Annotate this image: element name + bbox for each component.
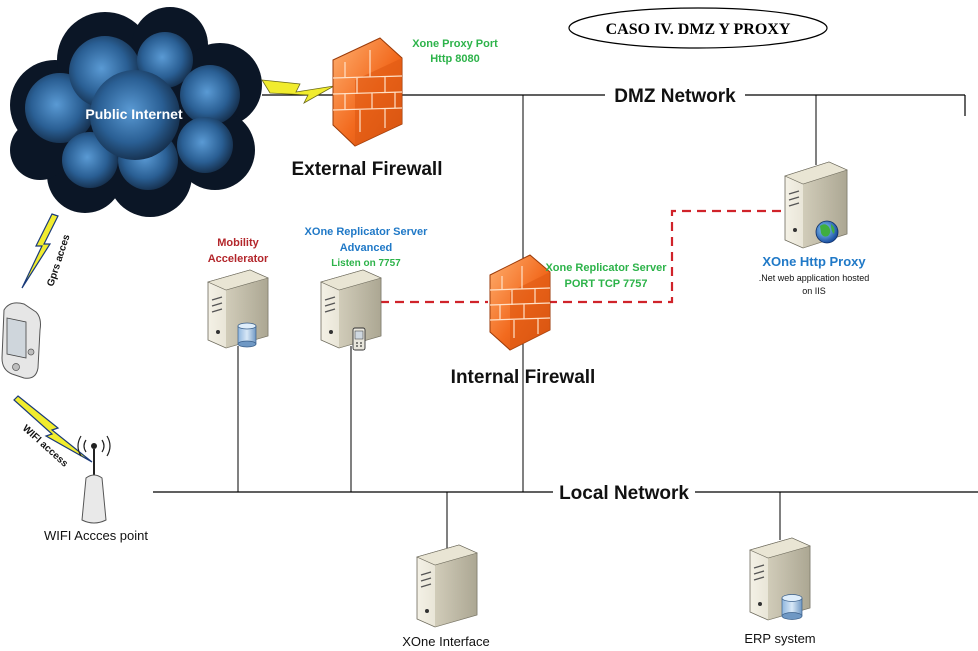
http-proxy-line2: on IIS [802, 286, 826, 296]
replicator-server-line2: Advanced [340, 242, 393, 254]
replicator-server-line3: Listen on 7757 [331, 258, 401, 269]
http-proxy-server-icon [784, 161, 848, 249]
erp-system-server-icon [749, 537, 811, 621]
dmz-network-line [262, 94, 966, 116]
globe-icon [815, 220, 839, 244]
wifi-lightning-icon [13, 395, 93, 463]
internal-firewall-port-line1: Xone Replicator Server [545, 262, 667, 274]
xone-interface-server-icon [416, 544, 478, 628]
http-proxy-line1: .Net web application hosted [759, 273, 870, 283]
database-icon [781, 594, 803, 620]
external-firewall-port-line1: Xone Proxy Port [412, 38, 498, 50]
mobility-accelerator-line1: Mobility [217, 237, 259, 249]
dmz-network-label: DMZ Network [614, 86, 736, 107]
wifi-access-point-label: WIFI Accces point [44, 528, 148, 543]
wifi-access-point-icon [77, 435, 111, 524]
replicator-server-line1: XOne Replicator Server [305, 226, 429, 238]
external-firewall-label: External Firewall [291, 159, 442, 180]
external-firewall-port-line2: Http 8080 [430, 53, 480, 65]
mobility-accelerator-line2: Accelerator [208, 253, 269, 265]
database-icon [237, 322, 257, 348]
external-firewall-icon [332, 37, 403, 147]
lightning-bolt-icon [261, 79, 335, 104]
gprs-label: Gprs acces [45, 233, 72, 288]
mobile-phone-icon [352, 327, 366, 351]
public-internet-cloud-icon: Public Internet [10, 7, 262, 217]
http-proxy-title: XOne Http Proxy [762, 254, 866, 269]
gprs-lightning-icon [21, 213, 59, 289]
internal-firewall-icon [489, 254, 551, 351]
erp-system-label: ERP system [744, 631, 815, 646]
pda-device-icon [1, 302, 41, 379]
mobility-accelerator-server-icon [207, 269, 269, 349]
local-network-label: Local Network [559, 483, 689, 504]
page-title: CASO IV. DMZ Y PROXY [606, 21, 791, 38]
dashed-replicator-link [380, 209, 790, 304]
title-badge: CASO IV. DMZ Y PROXY [568, 7, 828, 49]
wifi-label: WIFI access [20, 423, 70, 470]
xone-interface-label: XOne Interface [402, 634, 489, 649]
replicator-server-icon [320, 269, 382, 351]
internal-firewall-port-line2: PORT TCP 7757 [565, 278, 648, 290]
cloud-label: Public Internet [85, 106, 183, 122]
internal-firewall-label: Internal Firewall [451, 367, 596, 388]
